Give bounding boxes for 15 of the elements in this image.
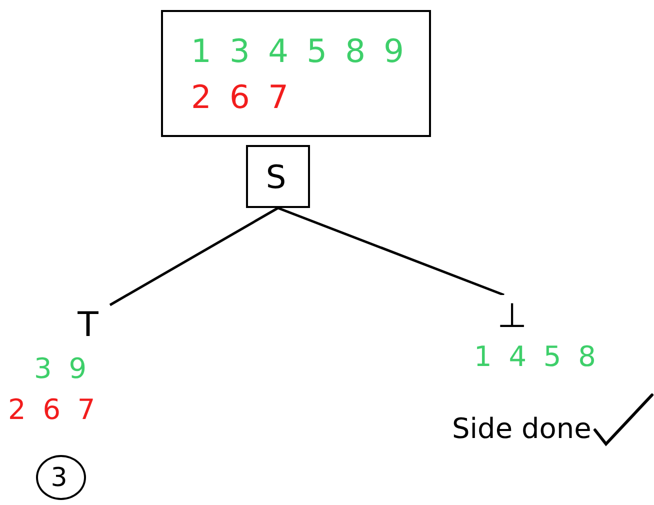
- box: [246, 145, 310, 208]
- box: [161, 10, 431, 137]
- node-label: ⊥: [497, 299, 531, 333]
- note-text: Side done: [452, 412, 592, 445]
- number-list: 2 6 7: [191, 80, 292, 112]
- node-label: 3: [50, 464, 72, 490]
- number-list: 2 6 7: [8, 393, 100, 426]
- node-label: T: [78, 308, 102, 342]
- connector-line: [278, 206, 504, 296]
- number-list: 3 9: [34, 352, 91, 385]
- number-list: 1 3 4 5 8 9: [191, 34, 408, 66]
- circled-number: [36, 455, 86, 500]
- node-label: S: [266, 160, 290, 192]
- number-list: 1 4 5 8: [474, 340, 600, 373]
- connector-line: [109, 206, 279, 306]
